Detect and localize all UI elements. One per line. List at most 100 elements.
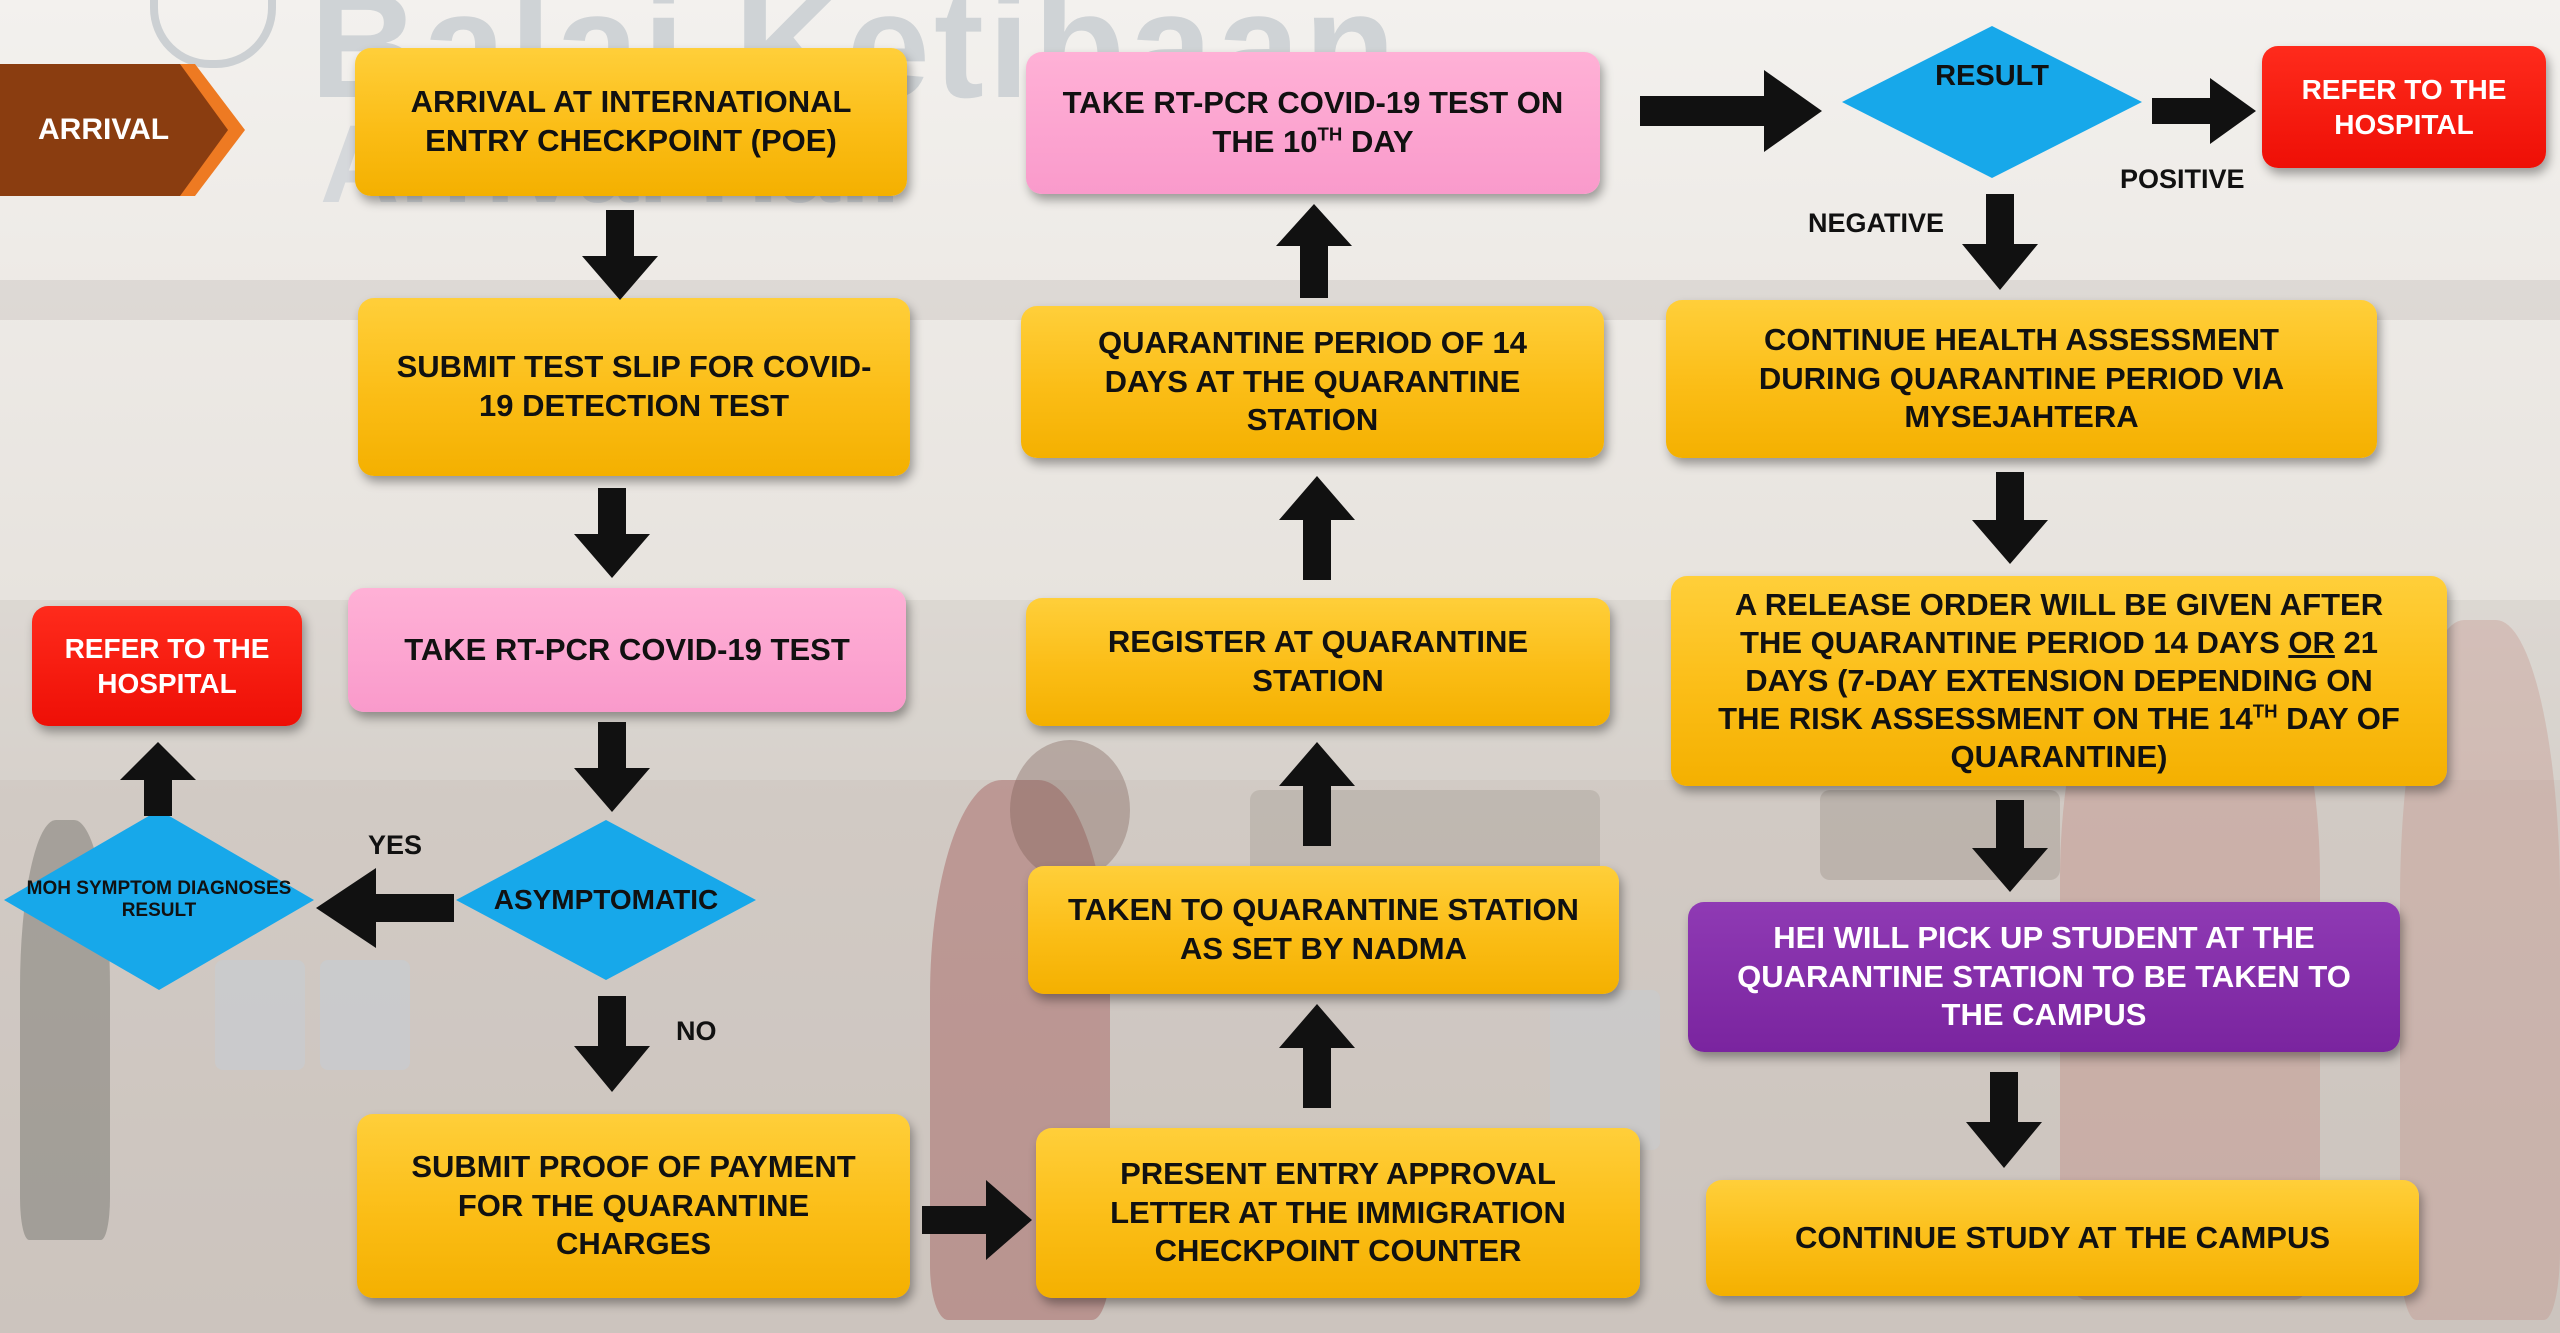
diamond-label: RESULT bbox=[1935, 59, 2049, 92]
box-text-line: THE RISK ASSESSMENT ON THE 14TH DAY OF bbox=[1718, 700, 2400, 738]
diamond-label: MOH SYMPTOM DIAGNOSES RESULT bbox=[4, 810, 314, 990]
arrival-label: ARRIVAL bbox=[38, 113, 170, 146]
text-fragment: DAY bbox=[1342, 124, 1414, 159]
text-fragment: DAY OF bbox=[2277, 700, 2400, 736]
box-text-line: THE CAMPUS bbox=[1941, 997, 2147, 1033]
label-negative: NEGATIVE bbox=[1808, 208, 1945, 238]
text-fragment: THE QUARANTINE PERIOD 14 DAYS bbox=[1740, 625, 2289, 661]
box-text-line: THE QUARANTINE PERIOD 14 DAYS OR 21 bbox=[1718, 624, 2400, 662]
label-yes: YES bbox=[368, 830, 423, 860]
label-no: NO bbox=[676, 1016, 717, 1046]
box-present-entry-approval: PRESENT ENTRY APPROVAL LETTER AT THE IMM… bbox=[1036, 1128, 1640, 1298]
box-text-line: A RELEASE ORDER WILL BE GIVEN AFTER bbox=[1734, 587, 2384, 623]
diamond-label: ASYMPTOMATIC bbox=[493, 884, 719, 915]
box-text-line: LETTER AT THE IMMIGRATION bbox=[1110, 1194, 1566, 1230]
box-text-line: PRESENT ENTRY APPROVAL bbox=[1120, 1155, 1556, 1191]
box-text-line: QUARANTINE STATION TO BE TAKEN TO bbox=[1737, 958, 2351, 994]
arrival-tag: ARRIVAL bbox=[0, 64, 250, 201]
box-submit-test-slip: SUBMIT TEST SLIP FOR COVID- 19 DETECTION… bbox=[358, 298, 910, 476]
box-submit-proof-payment: SUBMIT PROOF OF PAYMENT FOR THE QUARANTI… bbox=[357, 1114, 910, 1298]
superscript: TH bbox=[1317, 123, 1343, 145]
box-text-line: THE 10TH DAY bbox=[1063, 123, 1564, 162]
arrow-right-icon bbox=[1640, 70, 1822, 152]
arrow-down-icon bbox=[582, 210, 658, 300]
box-text-line: MYSEJAHTERA bbox=[1904, 399, 2139, 435]
text-fragment: THE RISK ASSESSMENT ON THE 14 bbox=[1718, 700, 2253, 736]
box-text-line: TAKE RT-PCR COVID-19 TEST ON bbox=[1062, 85, 1564, 121]
box-register-quarantine: REGISTER AT QUARANTINE STATION bbox=[1026, 598, 1610, 726]
box-text-line: TAKEN TO QUARANTINE STATION bbox=[1068, 892, 1579, 928]
arrow-down-icon bbox=[1972, 800, 2048, 892]
box-text-line: HOSPITAL bbox=[97, 668, 237, 699]
box-continue-study: CONTINUE STUDY AT THE CAMPUS bbox=[1706, 1180, 2419, 1296]
seat-shape bbox=[215, 960, 305, 1070]
box-text-line: CONTINUE HEALTH ASSESSMENT bbox=[1764, 321, 2279, 357]
box-refer-hospital-right: REFER TO THE HOSPITAL bbox=[2262, 46, 2546, 168]
arrow-up-icon bbox=[1279, 1004, 1355, 1108]
box-text-line: DURING QUARANTINE PERIOD VIA bbox=[1758, 360, 2285, 396]
seat-shape bbox=[1550, 990, 1660, 1150]
box-text-line: REFER TO THE bbox=[2301, 74, 2507, 105]
diamond-moh-symptom: MOH SYMPTOM DIAGNOSES RESULT bbox=[4, 810, 314, 990]
box-refer-hospital-left: REFER TO THE HOSPITAL bbox=[32, 606, 302, 726]
arrow-up-icon bbox=[1279, 476, 1355, 580]
box-text-line: QUARANTINE PERIOD OF 14 bbox=[1098, 324, 1527, 360]
arrow-down-icon bbox=[1966, 1072, 2042, 1168]
box-release-order: A RELEASE ORDER WILL BE GIVEN AFTER THE … bbox=[1671, 576, 2447, 786]
arrow-right-icon bbox=[2152, 78, 2256, 144]
arrow-down-icon bbox=[1962, 194, 2038, 290]
box-text-line: HOSPITAL bbox=[2334, 109, 2474, 140]
box-text-line: QUARANTINE) bbox=[1950, 738, 2168, 774]
diamond-text-line: RESULT bbox=[121, 900, 197, 921]
box-text-line: HEI WILL PICK UP STUDENT AT THE bbox=[1773, 919, 2315, 955]
diamond-result: RESULT bbox=[1842, 26, 2142, 178]
box-text-line: STATION bbox=[1252, 663, 1384, 698]
box-text-line: DAYS (7-DAY EXTENSION DEPENDING ON bbox=[1745, 663, 2373, 699]
box-text-line: REFER TO THE bbox=[64, 633, 270, 664]
arrow-left-icon bbox=[316, 868, 454, 948]
arrow-down-icon bbox=[1972, 472, 2048, 564]
box-text-line: DAYS AT THE QUARANTINE bbox=[1104, 363, 1521, 399]
arrow-right-icon bbox=[922, 1180, 1032, 1260]
diamond-text-line: DIAGNOSES bbox=[177, 878, 292, 900]
box-text-line: ENTRY CHECKPOINT (POE) bbox=[425, 123, 837, 158]
arrival-chevron bbox=[0, 64, 245, 196]
arrow-down-icon bbox=[574, 488, 650, 578]
box-taken-to-quarantine: TAKEN TO QUARANTINE STATION AS SET BY NA… bbox=[1028, 866, 1619, 994]
arrow-down-icon bbox=[574, 996, 650, 1092]
arrow-down-icon bbox=[574, 722, 650, 812]
diamond-asymptomatic: ASYMPTOMATIC bbox=[456, 820, 756, 980]
diamond-text-line: SYMPTOM bbox=[76, 878, 172, 900]
box-text-line: AS SET BY NADMA bbox=[1179, 931, 1468, 966]
diamond-text-line: MOH bbox=[26, 878, 71, 900]
box-quarantine-period: QUARANTINE PERIOD OF 14 DAYS AT THE QUAR… bbox=[1021, 306, 1604, 458]
box-continue-health-assessment: CONTINUE HEALTH ASSESSMENT DURING QUARAN… bbox=[1666, 300, 2377, 458]
superscript: TH bbox=[2252, 700, 2278, 722]
box-text-line: SUBMIT PROOF OF PAYMENT bbox=[411, 1148, 856, 1184]
box-take-rtpcr-test: TAKE RT-PCR COVID-19 TEST bbox=[348, 588, 906, 712]
box-text-line: FOR THE QUARANTINE bbox=[457, 1187, 810, 1223]
label-positive: POSITIVE bbox=[2120, 164, 2245, 194]
box-text-line: SUBMIT TEST SLIP FOR COVID- bbox=[396, 349, 872, 385]
box-hei-pick-up: HEI WILL PICK UP STUDENT AT THE QUARANTI… bbox=[1688, 902, 2400, 1052]
box-rtpcr-10th-day: TAKE RT-PCR COVID-19 TEST ON THE 10TH DA… bbox=[1026, 52, 1600, 194]
box-text-line: TAKE RT-PCR COVID-19 TEST bbox=[404, 631, 850, 667]
box-text-line: STATION bbox=[1246, 402, 1379, 438]
box-text-line: ARRIVAL AT INTERNATIONAL bbox=[410, 84, 852, 120]
airplane-icon bbox=[150, 0, 276, 68]
box-text-line: 19 DETECTION TEST bbox=[478, 388, 790, 423]
arrow-up-icon bbox=[1276, 204, 1352, 298]
text-fragment: 21 bbox=[2334, 625, 2378, 661]
arrow-up-icon bbox=[1279, 742, 1355, 846]
text-fragment: THE 10 bbox=[1212, 124, 1318, 159]
person-head bbox=[1010, 740, 1130, 880]
box-text-line: CONTINUE STUDY AT THE CAMPUS bbox=[1794, 1219, 2331, 1255]
seat-shape bbox=[320, 960, 410, 1070]
underlined-or: OR bbox=[2288, 625, 2335, 661]
box-text-line: CHECKPOINT COUNTER bbox=[1154, 1233, 1522, 1269]
box-text-line: CHARGES bbox=[555, 1226, 711, 1262]
arrow-up-icon bbox=[120, 742, 196, 816]
box-arrival-poe: ARRIVAL AT INTERNATIONAL ENTRY CHECKPOIN… bbox=[355, 48, 907, 196]
box-text-line: REGISTER AT QUARANTINE bbox=[1107, 624, 1529, 660]
